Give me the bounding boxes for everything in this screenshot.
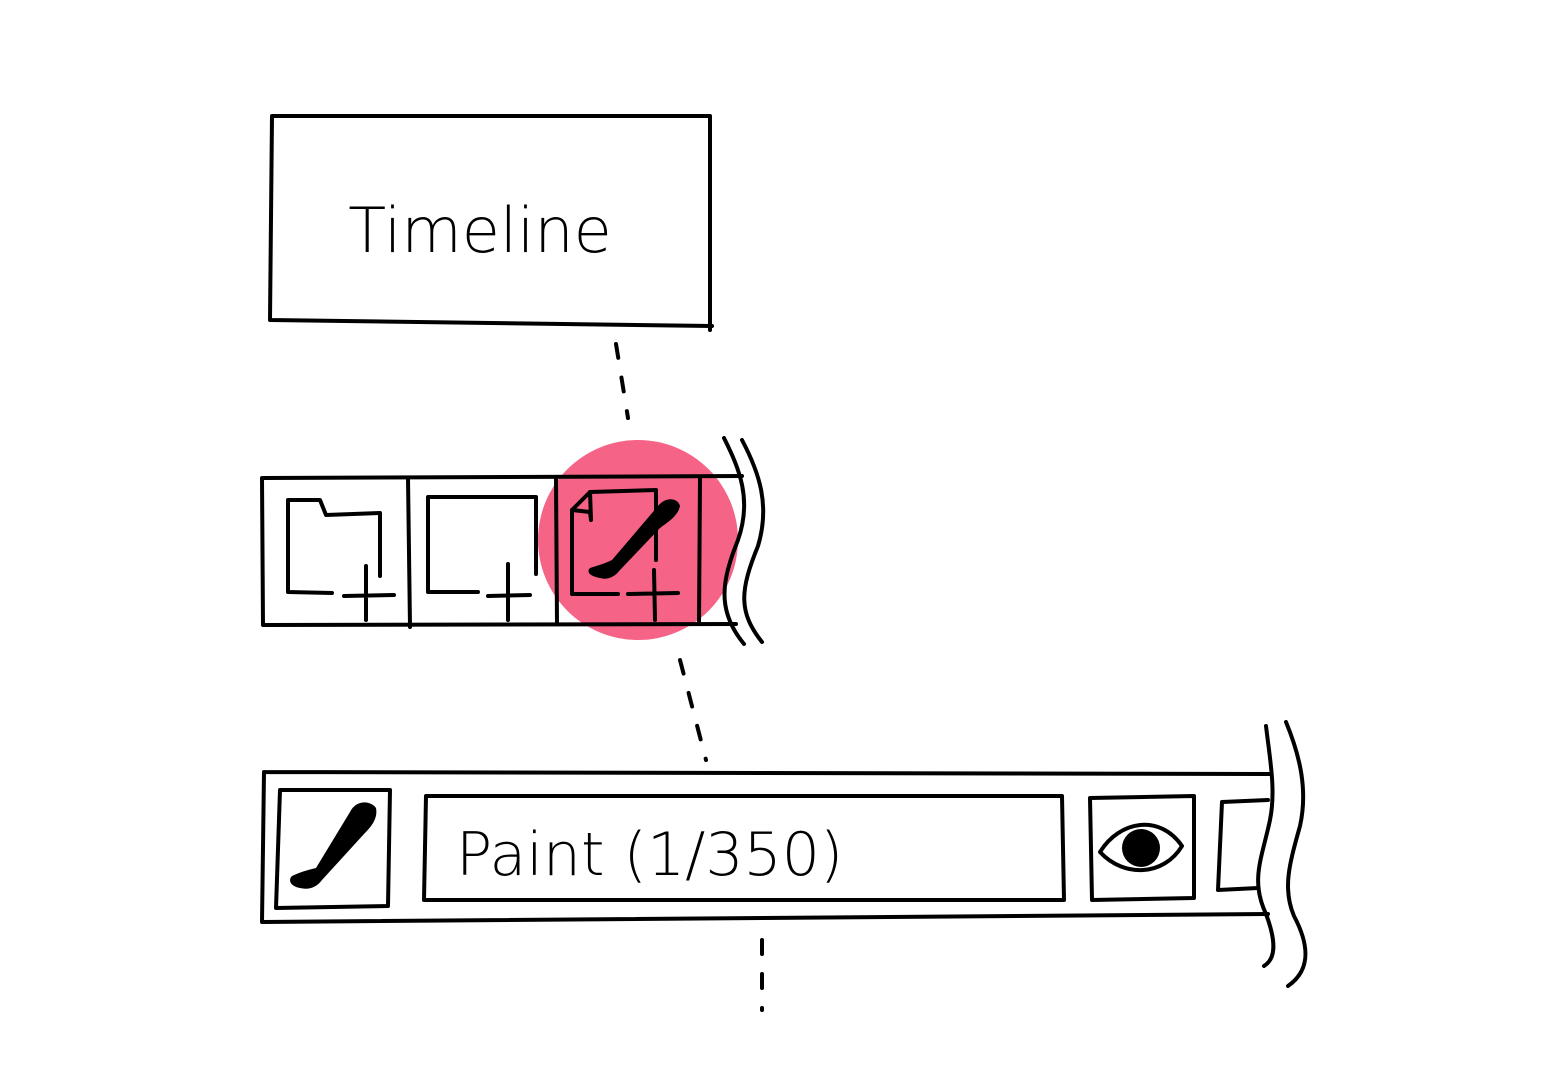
- visibility-toggle[interactable]: [1088, 794, 1196, 902]
- new-paint-layer-button[interactable]: [570, 488, 680, 622]
- new-layer-button[interactable]: [426, 495, 538, 622]
- timeline-title: Timeline: [348, 194, 612, 267]
- layer-row[interactable]: Paint (1/350): [260, 720, 1308, 988]
- eye-pupil: [1122, 829, 1160, 867]
- layer-type-icon-cell: [274, 788, 392, 910]
- timeline-toolbar: [260, 436, 766, 646]
- brush-shape: [588, 499, 680, 579]
- connector-line: [614, 342, 630, 420]
- timeline-panel[interactable]: Timeline: [268, 114, 714, 332]
- brush-icon: [290, 802, 377, 889]
- connector-line: [678, 658, 708, 762]
- next-cell-partial: [1216, 798, 1270, 892]
- layer-name-field[interactable]: Paint (1/350): [422, 794, 1066, 902]
- layer-plus-icon: [426, 495, 538, 622]
- eye-icon: [1098, 822, 1184, 873]
- layer-name: Paint (1/350): [456, 820, 843, 890]
- paint-layer-plus-icon: [570, 488, 680, 622]
- new-folder-button[interactable]: [286, 498, 396, 622]
- folder-plus-icon: [286, 498, 396, 622]
